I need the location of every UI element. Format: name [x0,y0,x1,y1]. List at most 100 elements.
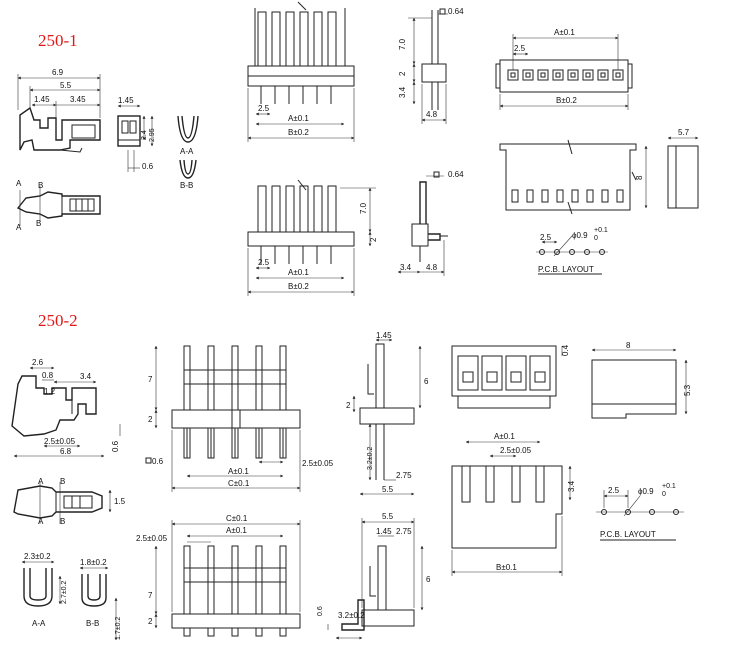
dim-3-4-hs2: 3.4 [567,480,576,492]
terminal-250-1-sections: A-A B-B [177,115,199,190]
dim-pin-0-64-ra: 0.64 [448,170,464,179]
header-250-2-straight-side: 1.45 6 2 3.2±0.2 2.75 5.5 [346,331,429,496]
header-250-2-straight-front: 7 2 0.6 A±0.1 C±0.1 2.5±0.05 [145,345,334,492]
terminal-250-2-sections: 2.3±0.2 2.7±0.2 A-A 1.8±0.2 1.7±0.2 B-B [21,552,122,641]
dim-5-5-h2s: 5.5 [382,485,394,494]
dim-2: 2 [398,71,407,76]
dim-0-6-t2: 0.6 [111,440,120,452]
dim-0-8: 0.8 [42,371,54,380]
dim-4-8: 4.8 [426,110,438,119]
dim-0-6-h2: 0.6 [152,457,164,466]
dim-7-h2: 7 [148,375,153,384]
dim-pcb2-tol-plus: +0.1 [662,483,676,490]
header-250-1-straight-front: 2.5 A±0.1 B±0.2 [247,1,355,142]
dim-pitch-2-5-header: 2.5 [258,104,270,113]
label-b-b-t2: B-B [86,619,99,628]
dim-0-6-ras2: 0.6 [317,606,324,616]
dim-a-ra: A±0.1 [288,268,309,277]
dim-b-header: B±0.2 [288,128,309,137]
dim-1-2: 1.2 [44,387,56,396]
dim-2-h2: 2 [148,415,153,424]
dim-2-75-h2s: 2.75 [396,471,412,480]
dim-pcb2-tol-zero: 0 [662,491,666,498]
terminal-250-2-top-view: A B A B 1.5 [13,477,126,526]
dim-4-8-ra: 4.8 [426,263,438,272]
dim-pcb2-hole: ϕ0.9 [638,487,654,496]
housing-250-2-top: 0.4 [451,344,570,409]
header-250-1-right-angle-side: 0.64 3.4 4.8 [397,170,464,276]
header-250-1-straight-side: 0.64 7.0 2 3.4 4.8 [398,7,464,124]
dim-a-ra2: A±0.1 [226,526,247,535]
dim-a-housing: A±0.1 [554,28,575,37]
dim-5-7: 5.7 [678,128,690,137]
dim-2-3: 2.3±0.2 [24,552,51,561]
section-label-250-2: 250-2 [38,311,78,330]
section-marker-a-top: A [16,179,22,188]
dim-1-8: 1.8±0.2 [80,558,107,567]
dim-3-45: 3.45 [70,95,86,104]
dim-2-5-housing: 2.5 [514,44,526,53]
terminal-250-1-top-view: A B A B [16,179,101,232]
dim-3-4: 3.4 [398,86,407,98]
dim-pcb-hole: ϕ0.9 [572,231,588,240]
dim-6-8: 6.8 [60,447,72,456]
dim-b-ra: B±0.2 [288,282,309,291]
dim-1-5: 1.5 [114,497,126,506]
dim-1-45: 1.45 [34,95,50,104]
pcb2-layout-title: P.C.B. LAYOUT [600,530,656,539]
section-label-a-a: A-A [180,147,194,156]
dim-3-2-h2s: 3.2±0.2 [367,447,374,470]
dim-b-hs2: B±0.1 [496,563,517,572]
pcb-layout-250-2: 2.5 ϕ0.9 +0.1 0 P.C.B. LAYOUT [596,483,684,541]
dim-6-h2s: 6 [424,377,429,386]
dim-pin-0-64: 0.64 [448,7,464,16]
section-label-250-1: 250-1 [38,31,78,50]
dim-c-h2: C±0.1 [228,479,250,488]
header-250-1-right-angle-front: 2.5 A±0.1 B±0.2 7.0 2 [247,179,378,296]
dim-0-6: 0.6 [142,162,154,171]
dim-2-5-t2: 2.5±0.05 [44,437,76,446]
dim-2-5-h2: 2.5±0.05 [302,459,334,468]
dim-c-ra2: C±0.1 [226,514,248,523]
dim-6-ras2: 6 [426,575,431,584]
housing-250-1-front: 5.7 8 [499,128,699,215]
dim-2-6: 2.6 [32,358,44,367]
dim-0-4-hs2: 0.4 [561,344,570,356]
dim-2-75-ras2: 2.75 [396,527,412,536]
header-250-2-right-angle-front: C±0.1 A±0.1 2.5±0.05 7 2 [136,514,301,637]
header-250-2-right-angle-side: 5.5 1.45 2.75 6 0.6 3.2±0.2 [317,512,431,640]
dim-1-45-ras2: 1.45 [376,527,392,536]
dim-6-9: 6.9 [52,68,64,77]
dim-a-header: A±0.1 [288,114,309,123]
dim-b-housing: B±0.2 [556,96,577,105]
dim-7-0-ra: 7.0 [359,202,368,214]
section-marker-b-bottom: B [36,219,41,228]
terminal-250-2-side-view: 2.6 0.8 3.4 1.2 2.5±0.05 6.8 0.6 [11,358,121,458]
dim-8-hs2: 8 [626,341,631,350]
dim-3-4-ra: 3.4 [400,263,412,272]
dim-2-5-hs2: 2.5±0.05 [500,446,532,455]
housing-250-2-front: A±0.1 2.5±0.05 3.4 B±0.1 [451,432,576,576]
label-a-a-t2: A-A [32,619,46,628]
dim-5-5: 5.5 [60,81,72,90]
dim-2-95: 2.95 [149,128,156,142]
dim-pcb-tol-plus: +0.1 [594,227,608,234]
dim-3-4-t2: 3.4 [80,372,92,381]
dim-1-45-h2s: 1.45 [376,331,392,340]
dim-pcb-tol-zero: 0 [594,235,598,242]
dim-3-2-ras2: 3.2±0.2 [338,611,365,620]
housing-250-2-side: 8 5.3 [591,341,692,419]
dim-1-7: 1.7±0.2 [115,617,122,640]
section-marker-b-top: B [38,181,43,190]
dim-1-45-end: 1.45 [118,96,134,105]
dim-7-0: 7.0 [398,38,407,50]
dim-5-3-hs2: 5.3 [683,384,692,396]
terminal-250-1-side-view: 6.9 5.5 1.45 3.45 [17,68,101,153]
housing-250-1-top: A±0.1 2.5 B±0.2 [495,28,633,110]
dim-2-ra: 2 [369,237,378,242]
dim-pcb-2-5: 2.5 [540,233,552,242]
dim-2-5-ra2: 2.5±0.05 [136,534,168,543]
dim-a-hs2: A±0.1 [494,432,515,441]
dim-2-7: 2.7±0.2 [61,581,68,604]
